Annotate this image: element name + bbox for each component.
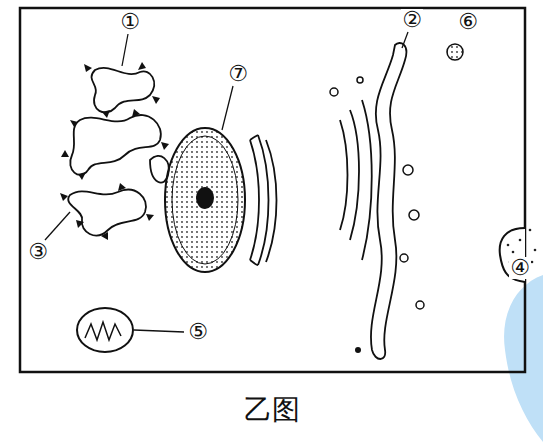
golgi-er bbox=[340, 43, 406, 359]
vesicle bbox=[355, 347, 361, 353]
callout-number: ⑦ bbox=[227, 63, 249, 85]
figure-caption: 乙图 bbox=[244, 396, 300, 424]
vesicles bbox=[330, 77, 424, 309]
ribosomes bbox=[60, 62, 169, 240]
rough-er bbox=[68, 68, 169, 236]
callout-number: ⑤ bbox=[187, 321, 209, 343]
golgi-apparatus bbox=[250, 135, 277, 265]
cell-membrane bbox=[20, 8, 525, 372]
nucleus bbox=[165, 128, 245, 272]
secretory-vesicle bbox=[447, 44, 463, 60]
watermark-shape bbox=[504, 275, 543, 442]
callout-number: ① bbox=[119, 11, 141, 33]
callout-number: ③ bbox=[27, 241, 49, 263]
leader-lines bbox=[45, 32, 408, 332]
mitochondrion bbox=[77, 308, 133, 352]
callout-number: ⑥ bbox=[457, 11, 479, 33]
callout-number: ④ bbox=[509, 257, 531, 279]
callout-number: ② bbox=[401, 9, 423, 31]
